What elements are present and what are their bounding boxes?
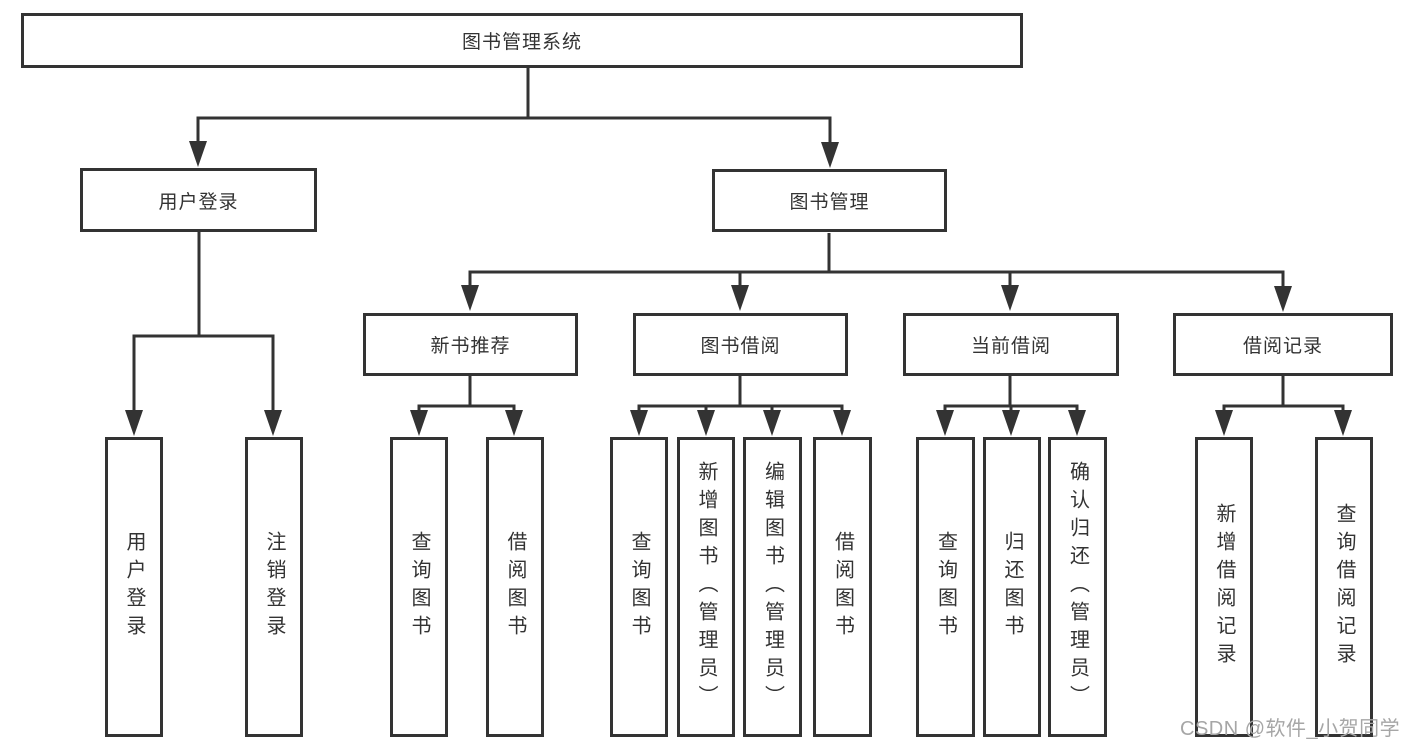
leaf-logout: 注销登录	[245, 437, 303, 737]
csdn-watermark: CSDN @软件_小贺同学	[1180, 718, 1401, 740]
node-new-book-recommend: 新书推荐	[363, 313, 578, 376]
leaf-edit-book-admin-label: 编辑图书（管理员）	[761, 461, 784, 713]
node-current-borrow: 当前借阅	[903, 313, 1119, 376]
leaf-borrow-book-label: 借阅图书	[831, 531, 854, 643]
node-borrow-records: 借阅记录	[1173, 313, 1393, 376]
node-user-login: 用户登录	[80, 168, 317, 232]
leaf-return-book: 归还图书	[983, 437, 1041, 737]
node-user-login-label: 用户登录	[158, 191, 239, 213]
leaf-add-book-admin-label: 新增图书（管理员）	[695, 461, 717, 713]
leaf-borrow-book-recommend-label: 借阅图书	[504, 531, 526, 643]
leaf-user-login-label: 用户登录	[123, 531, 145, 643]
leaf-add-book-admin: 新增图书（管理员）	[677, 437, 735, 737]
leaf-logout-label: 注销登录	[263, 531, 285, 643]
leaf-query-book-current: 查询图书	[916, 437, 975, 737]
leaf-query-borrow-record: 查询借阅记录	[1315, 437, 1373, 737]
leaf-edit-book-admin: 编辑图书（管理员）	[743, 437, 802, 737]
leaf-borrow-book-recommend: 借阅图书	[486, 437, 544, 737]
node-book-management: 图书管理	[712, 169, 947, 232]
node-book-management-label: 图书管理	[789, 192, 870, 213]
leaf-add-borrow-record-label: 新增借阅记录	[1213, 503, 1235, 671]
node-root: 图书管理系统	[21, 13, 1023, 68]
leaf-query-book-recommend-label: 查询图书	[408, 531, 430, 643]
leaf-confirm-return-admin: 确认归还（管理员）	[1048, 437, 1107, 737]
leaf-return-book-label: 归还图书	[1001, 531, 1023, 643]
leaf-query-book-recommend: 查询图书	[390, 437, 448, 737]
node-root-label: 图书管理系统	[461, 32, 582, 53]
leaf-add-borrow-record: 新增借阅记录	[1195, 437, 1253, 737]
node-book-borrow-label: 图书借阅	[700, 336, 781, 357]
node-new-book-recommend-label: 新书推荐	[430, 336, 511, 357]
leaf-query-book-borrow-label: 查询图书	[628, 531, 650, 643]
leaf-borrow-book: 借阅图书	[813, 437, 872, 737]
leaf-query-borrow-record-label: 查询借阅记录	[1333, 503, 1355, 671]
leaf-user-login: 用户登录	[105, 437, 163, 737]
node-current-borrow-label: 当前借阅	[970, 336, 1051, 357]
arrowhead-icons	[125, 141, 1352, 436]
leaf-confirm-return-admin-label: 确认归还（管理员）	[1066, 461, 1089, 713]
leaf-query-book-borrow: 查询图书	[610, 437, 668, 737]
leaf-query-book-current-label: 查询图书	[934, 531, 957, 643]
node-book-borrow: 图书借阅	[633, 313, 848, 376]
node-borrow-records-label: 借阅记录	[1242, 336, 1323, 357]
